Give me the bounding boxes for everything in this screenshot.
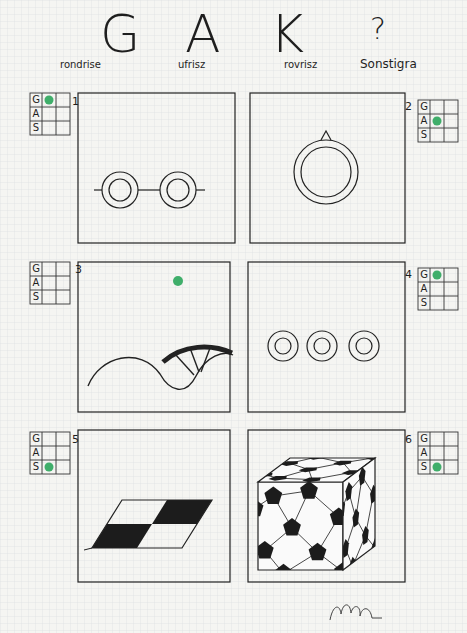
answer-table: GAS xyxy=(418,100,430,142)
table-letter: A xyxy=(418,446,430,460)
panel-frames xyxy=(78,93,405,582)
table-letter: G xyxy=(30,93,42,107)
table-letter: G xyxy=(418,432,430,446)
table-letter: A xyxy=(30,276,42,290)
triple-rings xyxy=(268,331,379,361)
football-cube xyxy=(245,455,388,585)
table-letter: S xyxy=(30,290,42,304)
checker-tile xyxy=(84,500,212,550)
answer-table: GAS xyxy=(418,432,430,474)
table-grid xyxy=(418,100,458,142)
title-letter: K xyxy=(270,8,304,60)
panel-number: 2 xyxy=(405,101,412,112)
table-letter: A xyxy=(30,446,42,460)
green-dots xyxy=(45,96,442,472)
answer-table: GAS xyxy=(30,262,42,304)
green-dot xyxy=(433,463,442,472)
table-letter: S xyxy=(418,128,430,142)
signature-scribble xyxy=(330,605,382,620)
table-letter: S xyxy=(30,121,42,135)
panel-number: 1 xyxy=(72,96,79,107)
answer-table: GAS xyxy=(418,268,430,310)
letter-caption: rondrise xyxy=(60,60,101,70)
panel-number: 6 xyxy=(405,434,412,445)
wave-wheel xyxy=(88,347,233,389)
table-letter: G xyxy=(418,100,430,114)
title-letter: ? xyxy=(370,14,386,44)
answer-tables xyxy=(30,93,458,474)
table-letter: S xyxy=(30,460,42,474)
ring-with-knob xyxy=(294,131,358,204)
title-letter: G xyxy=(100,8,140,60)
table-letter: A xyxy=(418,282,430,296)
green-dot xyxy=(45,96,54,105)
title-letter: A xyxy=(185,8,221,60)
green-dot xyxy=(173,276,183,286)
table-letter: G xyxy=(30,432,42,446)
table-grid xyxy=(418,432,458,474)
table-letter: S xyxy=(418,296,430,310)
table-grid xyxy=(30,432,70,474)
panel-number: 4 xyxy=(405,269,412,280)
answer-table: GAS xyxy=(30,93,42,135)
panel-number: 3 xyxy=(75,264,82,275)
letter-caption: Sonstigra xyxy=(360,58,417,70)
table-letter: A xyxy=(418,114,430,128)
green-dot xyxy=(433,271,442,280)
letter-caption: rovrisz xyxy=(284,60,317,70)
table-letter: G xyxy=(418,268,430,282)
table-grid xyxy=(30,262,70,304)
panel-number: 5 xyxy=(72,434,79,445)
table-grid xyxy=(30,93,70,135)
twin-rings xyxy=(94,172,205,208)
green-dot xyxy=(433,117,442,126)
table-grid xyxy=(418,268,458,310)
answer-table: GAS xyxy=(30,432,42,474)
green-dot xyxy=(45,463,54,472)
table-letter: A xyxy=(30,107,42,121)
table-letter: S xyxy=(418,460,430,474)
table-letter: G xyxy=(30,262,42,276)
letter-caption: ufrisz xyxy=(178,60,205,70)
